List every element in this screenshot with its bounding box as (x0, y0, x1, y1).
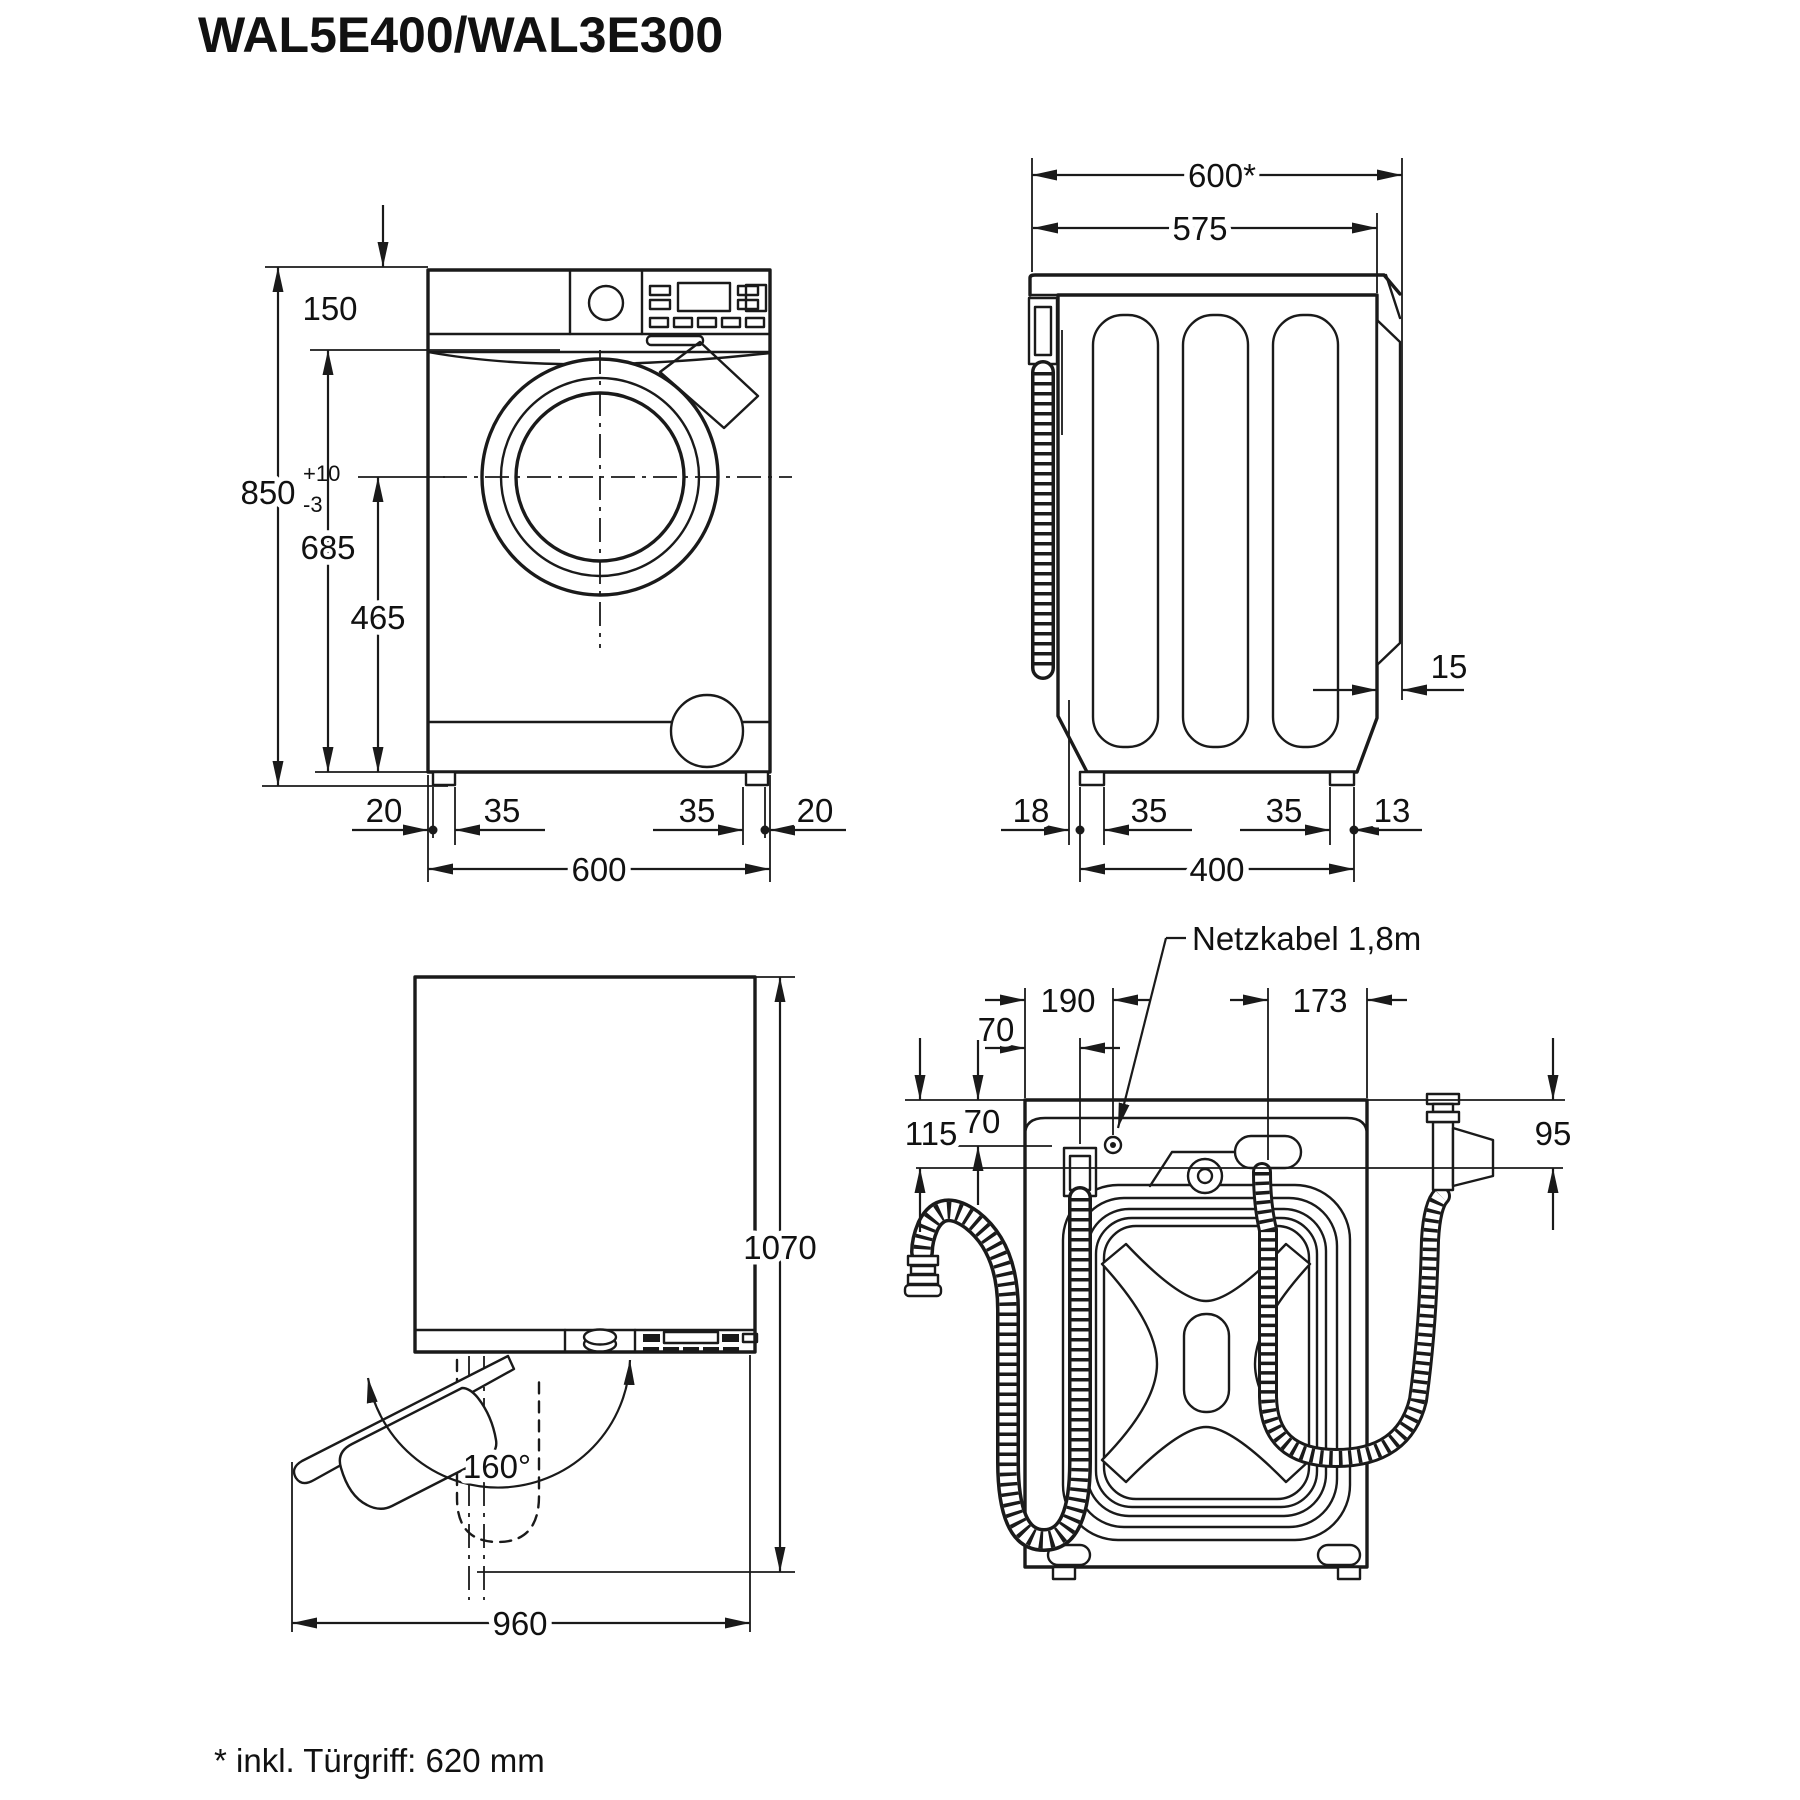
dim-foot-spacing-400: 400 (1080, 846, 1354, 894)
dim-inlet-height-95: 95 (1529, 1038, 1577, 1230)
svg-text:70: 70 (978, 1011, 1015, 1048)
dim-depth-door-open-1070: 1070 (738, 977, 822, 1572)
dim-foot-offset-front: 13 (1354, 787, 1422, 836)
rear-cabinet (1023, 1098, 1369, 1569)
svg-text:850: 850 (240, 474, 295, 511)
dim-door-protrusion: 15 (1313, 643, 1473, 696)
dim-foot-width-front: 35 (1240, 787, 1330, 836)
top-cabinet (413, 975, 757, 1354)
dim-door-angle: 160° (366, 1359, 635, 1491)
svg-text:35: 35 (1131, 792, 1168, 829)
svg-text:190: 190 (1040, 982, 1095, 1019)
front-foot-right (744, 770, 770, 787)
svg-text:173: 173 (1292, 982, 1347, 1019)
faucet-connector (1425, 1092, 1495, 1192)
svg-text:115: 115 (905, 1115, 958, 1152)
program-knob (587, 284, 625, 322)
dim-width-600: 600 (428, 846, 770, 894)
front-dimensions: 150 850 +10 -3 685 465 (235, 205, 846, 894)
side-door-profile (1375, 318, 1402, 667)
svg-text:600: 600 (571, 851, 626, 888)
door-closed-projection (455, 1356, 541, 1600)
svg-text:-3: -3 (303, 492, 323, 517)
dim-drain-height-115: 115 (899, 1038, 963, 1232)
footnote: * inkl. Türgriff: 620 mm (214, 1742, 545, 1779)
rear-view: 190 70 173 115 70 (899, 915, 1577, 1581)
svg-text:465: 465 (350, 599, 405, 636)
svg-text:575: 575 (1172, 210, 1227, 247)
svg-text:20: 20 (366, 792, 403, 829)
dim-door-center-465: 465 (345, 477, 411, 772)
top-view: 160° 1070 960 (291, 975, 822, 1648)
svg-text:35: 35 (1266, 792, 1303, 829)
dim-foot-width-right: 35 (653, 787, 743, 836)
control-panel-top (643, 1330, 759, 1352)
side-cabinet (1056, 293, 1379, 774)
svg-text:400: 400 (1189, 851, 1244, 888)
svg-text:35: 35 (679, 792, 716, 829)
svg-text:13: 13 (1374, 792, 1411, 829)
rear-foot-left (1051, 1565, 1077, 1581)
svg-text:70: 70 (964, 1103, 1001, 1140)
dim-width-door-open-960: 960 (292, 1600, 750, 1648)
dim-panel-height-685: 685 (295, 350, 361, 772)
dim-inlet-from-right-173: 173 (1230, 977, 1407, 1025)
page-title: WAL5E400/WAL3E300 (198, 7, 723, 63)
svg-text:685: 685 (300, 529, 355, 566)
dim-foot-width-back: 35 (1104, 787, 1192, 836)
side-dimensions: 600* 575 15 18 35 (1001, 152, 1473, 894)
dim-drain-from-left-70: 70 (972, 1006, 1120, 1054)
power-cord-callout: Netzkabel 1,8m (1116, 915, 1427, 1129)
control-panel (645, 281, 768, 347)
front-view: 150 850 +10 -3 685 465 (235, 205, 846, 894)
dim-depth-incl-handle: 600* (1032, 152, 1402, 200)
side-foot-back (1078, 770, 1106, 787)
dim-foot-width-left: 35 (455, 787, 545, 836)
svg-text:960: 960 (492, 1605, 547, 1642)
side-foot-front (1328, 770, 1356, 787)
filter-door (669, 693, 745, 769)
inlet-hose (1252, 1162, 1451, 1469)
svg-text:15: 15 (1431, 648, 1468, 685)
front-cabinet (426, 268, 772, 774)
rear-dimensions: 190 70 173 115 70 (899, 915, 1577, 1232)
dim-foot-offset-right: 20 (770, 787, 846, 836)
dim-cord-from-left-190: 190 (985, 977, 1151, 1025)
rear-panel (1046, 1150, 1362, 1567)
hose-clip (1027, 296, 1059, 366)
svg-text:150: 150 (302, 290, 357, 327)
dim-foot-offset-left: 20 (352, 787, 428, 836)
svg-text:160°: 160° (463, 1448, 531, 1485)
svg-text:Netzkabel 1,8m: Netzkabel 1,8m (1192, 920, 1421, 957)
top-dimensions: 1070 960 (291, 976, 822, 1648)
drain-hose (903, 1186, 1092, 1553)
rear-foot-right (1336, 1565, 1362, 1581)
side-view: 600* 575 15 18 35 (1001, 152, 1473, 894)
display (676, 281, 732, 313)
dim-depth-body: 575 (1033, 205, 1377, 253)
svg-text:20: 20 (797, 792, 834, 829)
svg-text:600*: 600* (1188, 157, 1256, 194)
program-knob-top (582, 1328, 618, 1353)
front-foot-left (431, 770, 457, 787)
dim-cord-height-70: 70 (958, 1040, 1006, 1205)
dim-height-850: 850 +10 -3 (235, 267, 346, 786)
dim-top-clearance: 150 (297, 205, 389, 333)
svg-text:18: 18 (1013, 792, 1050, 829)
dim-foot-offset-back: 18 (1001, 787, 1069, 836)
svg-text:1070: 1070 (743, 1229, 816, 1266)
svg-text:95: 95 (1535, 1115, 1572, 1152)
svg-text:+10: +10 (303, 461, 340, 486)
svg-text:35: 35 (484, 792, 521, 829)
